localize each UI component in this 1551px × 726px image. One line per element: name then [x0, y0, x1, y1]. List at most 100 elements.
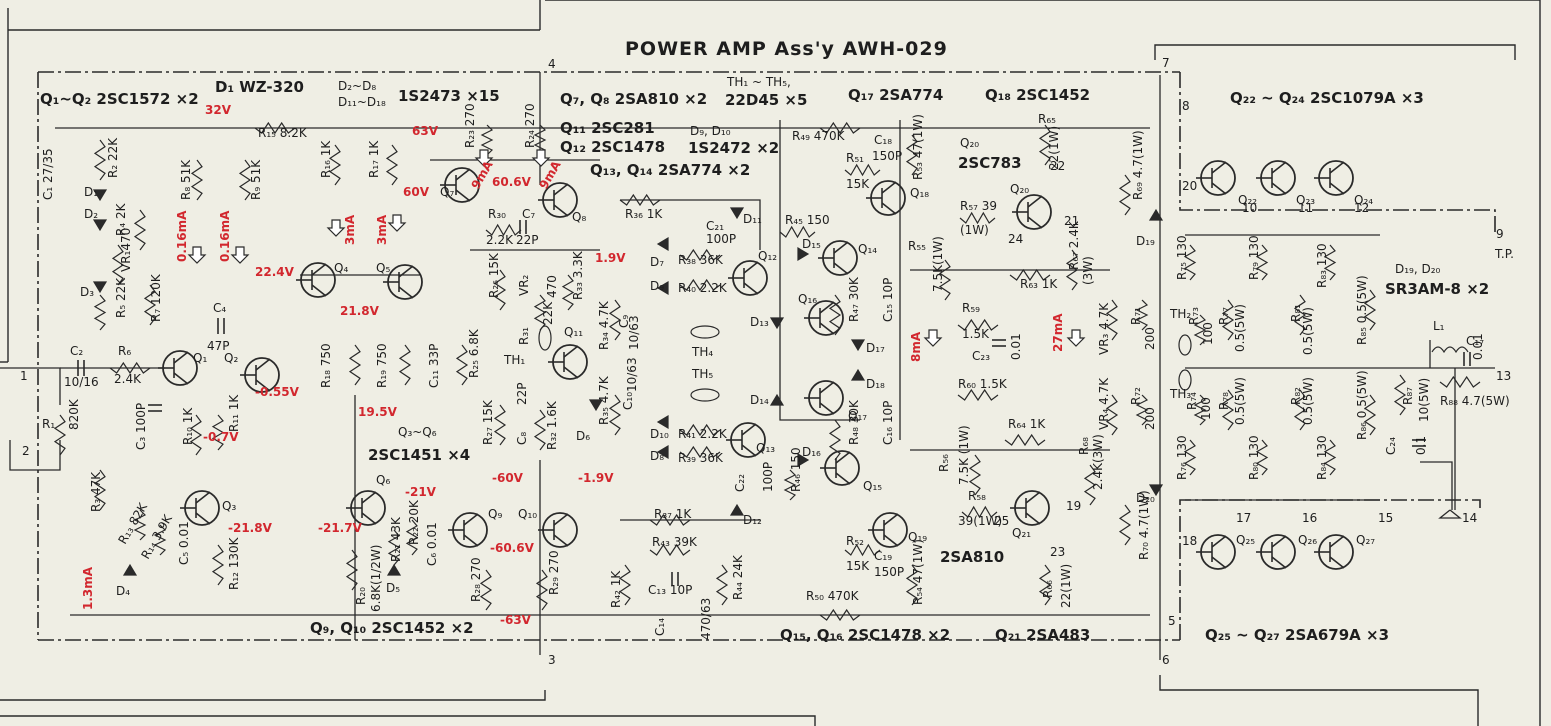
resistor-r8: [190, 159, 204, 201]
label-r22: R₂₂ 20K: [407, 499, 421, 545]
transistor-q21: [1010, 490, 1050, 526]
transistor-q10: [538, 512, 578, 548]
label-d16: D₁₆: [802, 445, 821, 459]
resistor-r66: [1038, 564, 1052, 606]
label-c17-value: 0.01: [1471, 333, 1485, 360]
label-r52: R₅₂: [846, 534, 864, 548]
label-r9: R₉ 51K: [249, 159, 263, 200]
part-q21: Q₂₁ 2SA483: [995, 626, 1090, 644]
resistor-r74: [1193, 394, 1207, 426]
voltage-neg-21v: -21V: [405, 485, 437, 499]
terminal-22: 22: [1050, 159, 1065, 173]
transistor-q27: [1314, 534, 1354, 570]
current-8ma: 8mA: [909, 331, 923, 362]
label-q10: Q₁₀: [518, 507, 537, 521]
resistor-group: [53, 121, 1481, 622]
label-c5: C₅ 0.01: [177, 521, 191, 565]
label-r72: R₇₂: [1129, 387, 1143, 405]
label-r7: R₇ 120K: [149, 273, 163, 322]
label-q2: Q₂: [224, 351, 238, 365]
diode-d7: [656, 236, 669, 252]
current-arrow-7: [923, 329, 943, 347]
label-r38: R₃₈ 36K: [678, 253, 724, 267]
terminal-12: 12: [1354, 201, 1369, 215]
label-r39: R₃₉ 36K: [678, 451, 724, 465]
part-q3-q6-label: Q₃~Q₆: [398, 425, 437, 439]
resistor-r23: [480, 124, 494, 156]
terminal-15: 15: [1378, 511, 1393, 525]
terminal-14: 14: [1462, 511, 1477, 525]
label-c23-value: 0.01: [1009, 333, 1023, 360]
label-r77: R₇₇: [1217, 307, 1231, 325]
label-q4: Q₄: [334, 261, 348, 275]
label-vr1: VR₁470: [119, 228, 133, 272]
label-r46: R₄₆ 150: [789, 447, 803, 492]
label-r57: R₅₇ 39: [960, 199, 997, 213]
voltage-neg-0-55v: -0.55V: [255, 385, 300, 399]
transistor-q5: [383, 264, 423, 300]
label-r36: R₃₆ 1K: [625, 207, 663, 221]
label-c18: C₁₈: [874, 133, 892, 147]
label-c24-value: 0.1: [1414, 436, 1428, 455]
terminal-10: 10: [1242, 201, 1257, 215]
label-r65-value: 22(1W): [1047, 126, 1061, 170]
label-c15: C₁₅ 10P: [881, 278, 895, 322]
resistor-r17: [385, 144, 399, 186]
capacitor-c3: [148, 404, 162, 412]
diode-d3: [92, 281, 108, 294]
label-q20: Q₂₀: [1010, 182, 1029, 196]
resistor-r32: [533, 409, 547, 451]
diode-d15: [797, 246, 810, 262]
resistor-r72: [1135, 394, 1149, 426]
resistor-r46: [783, 469, 797, 501]
part-q20-label: Q₂₀: [960, 136, 979, 150]
capacitor-c17: [1463, 352, 1471, 366]
label-r68-value: 2.4K(3W): [1091, 434, 1105, 490]
resistor-r55: [938, 259, 952, 301]
resistor-r14: [153, 524, 167, 556]
voltage-neg-1-9v: -1.9V: [578, 471, 614, 485]
current-arrow-group: [187, 149, 1086, 347]
label-r28: R₂₈ 270: [469, 557, 483, 602]
label-r66-value: 22(1W): [1059, 564, 1073, 608]
label-r67: R₆₇ 2.4K: [1067, 220, 1081, 270]
label-r50: R₅₀ 470K: [806, 589, 860, 603]
transistor-q14: [818, 240, 858, 276]
label-q15: Q₁₅: [863, 479, 882, 493]
resistor-r84: [1323, 439, 1337, 476]
terminal-labels: 1 2 3 4 5 6 7 8 9 10 11 12 13 14 15 16 1…: [20, 56, 1511, 667]
label-r43: R₄₃ 39K: [652, 535, 698, 549]
resistor-r68: [1083, 464, 1097, 506]
resistor-r21: [387, 529, 401, 566]
label-r42: R₄₂ 1K: [609, 570, 623, 608]
current-arrow-4: [387, 214, 407, 232]
label-r26: R₂₆ 15K: [487, 252, 501, 298]
label-r21: R₂₁ 43K: [389, 516, 403, 562]
label-d6: D₆: [576, 429, 590, 443]
label-d15: D₁₅: [802, 237, 821, 251]
label-q16: Q₁₆: [798, 292, 817, 306]
label-r63: R₆₃ 1K: [1020, 277, 1058, 291]
diode-d17: [850, 339, 866, 352]
label-r66: R₆₆: [1041, 580, 1055, 598]
diode-d12: [729, 503, 745, 516]
resistor-r11: [211, 414, 225, 451]
current-arrow-5: [474, 149, 494, 167]
label-c9: C₉: [617, 315, 631, 328]
part-is2473: 1S2473 ×15: [398, 87, 500, 105]
resistor-r18: [348, 344, 362, 386]
terminal-23: 23: [1050, 545, 1065, 559]
resistor-r33: [561, 274, 575, 311]
resistor-r34: [608, 299, 622, 341]
resistor-r9: [238, 159, 252, 201]
label-q6: Q₆: [376, 473, 390, 487]
resistor-r39: [679, 445, 721, 459]
label-q18: Q₁₈: [910, 186, 929, 200]
label-r40: R₄₀ 2.2K: [678, 281, 728, 295]
label-q22: Q₂₂: [1238, 193, 1257, 207]
label-r57-value: (1W): [960, 223, 989, 237]
resistor-r40: [679, 278, 721, 292]
label-c7-value: 22P: [516, 233, 539, 247]
label-d19: D₁₉: [1136, 234, 1155, 248]
transistor-q25: [1196, 534, 1236, 570]
